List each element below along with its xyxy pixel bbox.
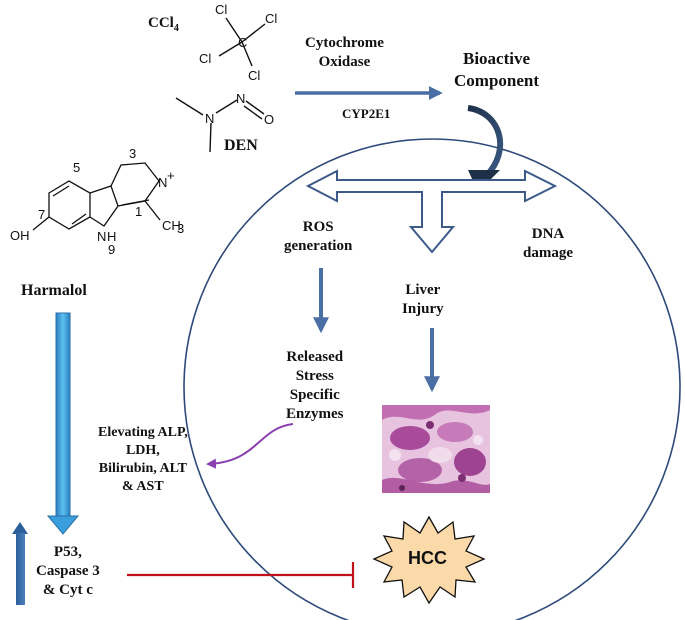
markers-line-3: Bilirubin, ALT (98, 461, 187, 476)
harmalol-pos-1: 1 (135, 204, 142, 219)
liver-injury-label: Liver Injury (402, 281, 444, 319)
hcc-burst (372, 515, 486, 605)
liver-markers-label: Elevating ALP, LDH, Bilirubin, ALT & AST (98, 424, 188, 496)
effect-line-2: Caspase 3 (36, 563, 100, 579)
cell-circle (183, 138, 681, 620)
enzymes-line-2: Stress (295, 368, 334, 384)
ccl4-atoms: C Cl Cl Cl Cl (199, 2, 277, 83)
enzyme-line-1: Cytochrome (305, 35, 384, 51)
den-atom-n: N (236, 91, 245, 106)
liver-line-1: Liver (405, 282, 441, 298)
effect-line-1: P53, (53, 544, 82, 560)
enzyme-code-label: CYP2E1 (342, 106, 391, 121)
p53-caspase-label: P53, Caspase 3 & Cyt c (36, 543, 100, 600)
harmalol-methyl-sub: 3 (177, 221, 184, 236)
den-atoms: N N O (205, 91, 274, 127)
harmalol-atoms: OH N H N + CH 3 5 7 9 1 3 (10, 146, 184, 257)
enzymes-line-3: Specific (289, 387, 340, 403)
den-structure (175, 97, 265, 153)
harmalol-down-arrow (46, 312, 80, 535)
markers-arrow (206, 423, 294, 469)
enzymes-line-1: Released (286, 349, 344, 365)
ros-line-1: ROS (302, 219, 334, 235)
liver-line-2: Injury (402, 301, 444, 317)
enzymes-line-4: Enzymes (286, 406, 344, 422)
dna-damage-label: DNA damage (523, 225, 573, 263)
ccl4-atom-cl: Cl (215, 2, 227, 17)
dna-line-2: damage (523, 245, 573, 261)
harmalol-nh: N (97, 229, 106, 244)
harmalol-h: H (107, 229, 116, 244)
bioactive-line-2: Component (454, 71, 540, 90)
harmalol-pos-9: 9 (108, 242, 115, 257)
increase-up-arrow (12, 522, 28, 605)
inhibition-line (127, 562, 355, 588)
den-label: DEN (224, 137, 258, 154)
ccl4-atom-c: C (238, 35, 247, 50)
harmalol-pos-7: 7 (38, 207, 45, 222)
ccl4-structure (218, 17, 266, 67)
ccl4-label: CCl4 (148, 15, 179, 34)
bioactive-line-1: Bioactive (462, 49, 531, 68)
ros-line-2: generation (284, 238, 353, 254)
harmalol-methyl: CH (162, 218, 181, 233)
enzyme-label: Cytochrome Oxidase (305, 34, 384, 72)
ccl4-atom-cl: Cl (265, 11, 277, 26)
harmalol-structure (32, 162, 161, 231)
bioactive-label: Bioactive Component (454, 48, 539, 92)
harmalol-charge: + (167, 168, 175, 183)
effect-line-3: & Cyt c (42, 582, 93, 598)
markers-line-4: & AST (122, 479, 164, 494)
liver-histology-image (382, 405, 490, 493)
harmalol-n-plus: N (158, 175, 167, 190)
harmalol-label: Harmalol (21, 282, 87, 299)
den-atom-n: N (205, 111, 214, 126)
harmalol-oh: OH (10, 228, 30, 243)
markers-line-1: Elevating ALP, (98, 425, 188, 440)
harmalol-pos-5: 5 (73, 160, 80, 175)
markers-line-2: LDH, (125, 443, 160, 458)
ros-label: ROS generation (284, 218, 352, 256)
enzyme-line-2: Oxidase (318, 54, 371, 70)
harmalol-pos-3: 3 (129, 146, 136, 161)
dna-line-1: DNA (531, 226, 565, 242)
hcc-label: HCC (408, 548, 447, 568)
tri-arrow (305, 169, 558, 254)
ccl4-atom-cl: Cl (199, 51, 211, 66)
den-atom-o: O (264, 112, 274, 127)
ccl4-atom-cl: Cl (248, 68, 260, 83)
released-enzymes-label: Released Stress Specific Enzymes (286, 348, 344, 424)
